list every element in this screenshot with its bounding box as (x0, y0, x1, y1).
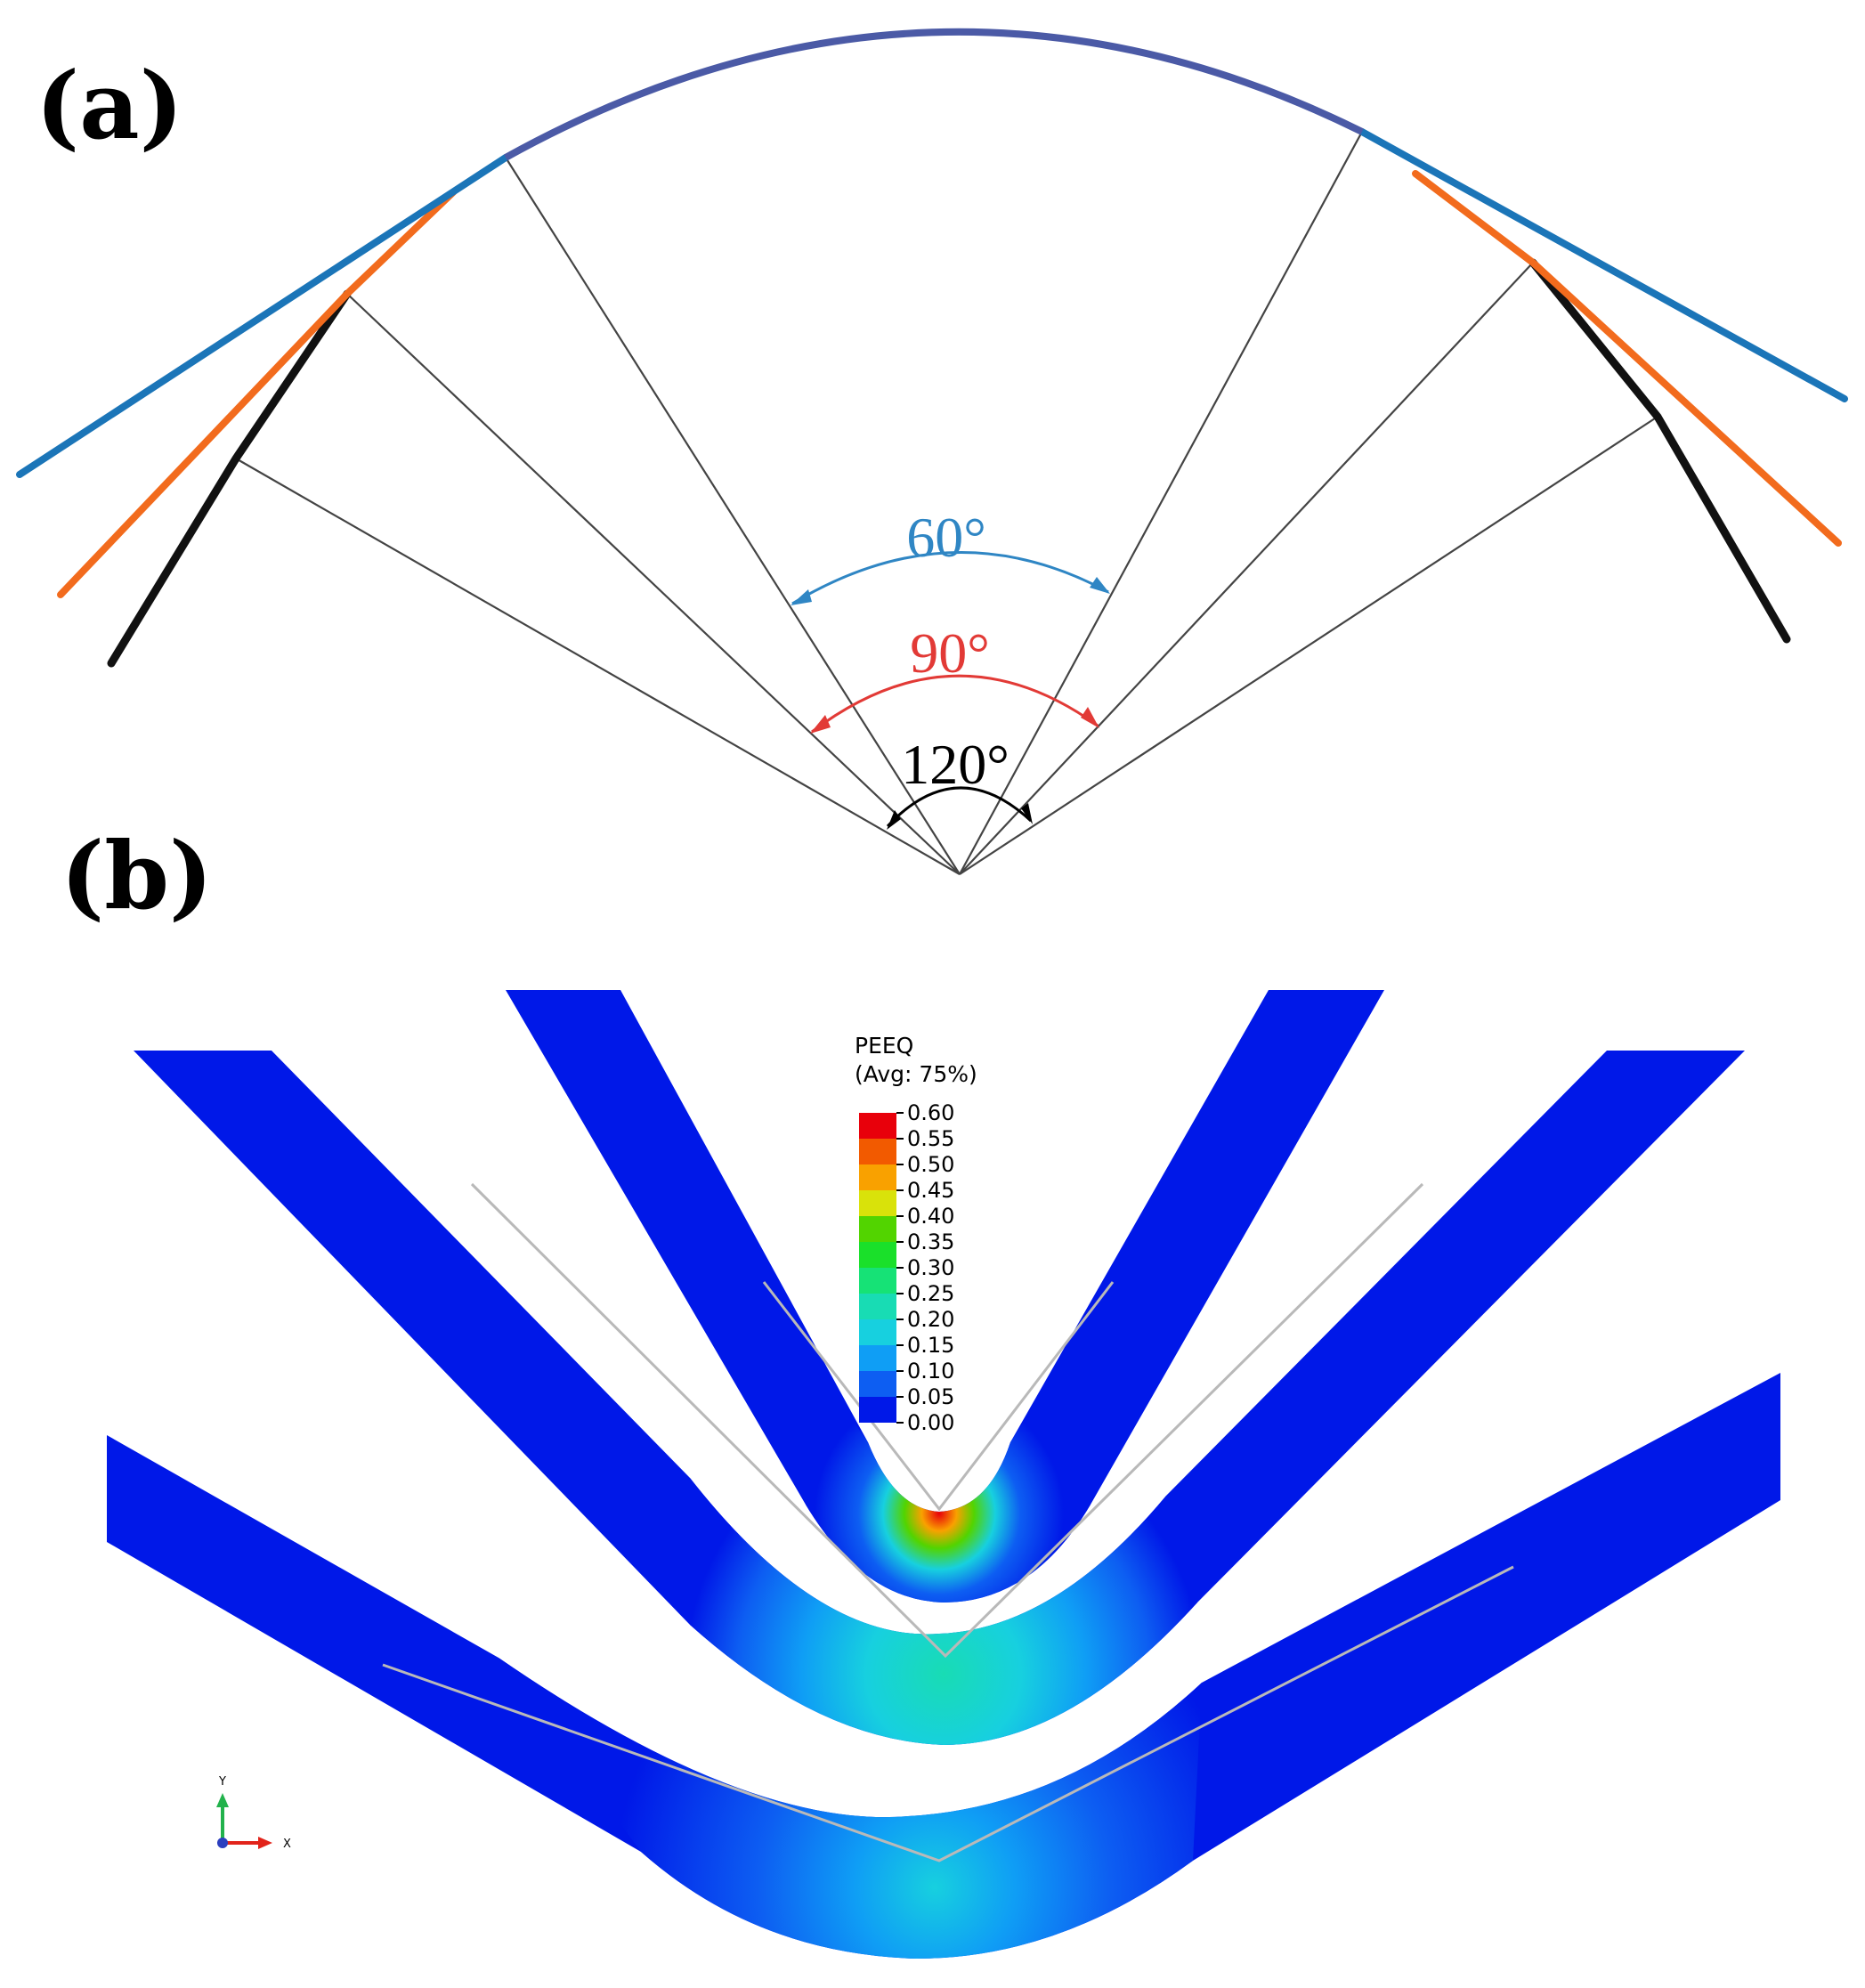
arrowhead (1021, 803, 1033, 824)
die-outline-60 (16, 154, 509, 478)
legend-tick-label: 0.10 (907, 1359, 954, 1383)
die-guide-60 (762, 1281, 1115, 1512)
radial-line (505, 157, 961, 875)
die-guide-90 (470, 1182, 1424, 1659)
legend-tick-label: 0.35 (907, 1229, 954, 1254)
legend-swatch (859, 1371, 896, 1397)
x-axis-label: X (283, 1838, 291, 1851)
legend-tick-label: 0.15 (907, 1333, 954, 1358)
legend-swatches (859, 1113, 896, 1423)
angle-label-60: 60° (906, 506, 986, 569)
arrowhead (810, 715, 831, 734)
legend-swatch (859, 1242, 896, 1268)
legend-tick-label: 0.20 (907, 1307, 954, 1332)
y-axis-label: Y (218, 1775, 226, 1789)
specimen-60-bend-zone (806, 1353, 1091, 1603)
angle-arc-90 (811, 674, 1099, 734)
legend-tick-label: 0.05 (907, 1384, 954, 1409)
legend-tick-label: 0.50 (907, 1152, 954, 1177)
die-outline-120 (107, 289, 352, 668)
legend-tick-label: 0.45 (907, 1178, 954, 1203)
arrowhead (1090, 577, 1110, 594)
legend-swatch (859, 1216, 896, 1242)
legend-swatch (859, 1190, 896, 1216)
legend-tick-label: 0.00 (907, 1410, 954, 1435)
angle-label-120: 120° (901, 733, 1010, 796)
radial-line (235, 458, 961, 875)
arrowhead (1081, 707, 1099, 728)
legend-tick-label: 0.30 (907, 1255, 954, 1280)
die-guides (382, 1182, 1514, 1862)
contour-legend: PEEQ (Avg: 75%) 0.600.550.500.450.400.35… (855, 1033, 977, 1435)
axis-triad: Y X (216, 1775, 291, 1851)
legend-tick-label: 0.40 (907, 1204, 954, 1229)
radial-lines (235, 131, 1658, 875)
legend-title: PEEQ (855, 1033, 913, 1059)
legend-swatch (859, 1397, 896, 1423)
die-outline-90 (1412, 170, 1842, 547)
legend-swatch (859, 1113, 896, 1139)
radial-line (959, 416, 1658, 875)
panel-b-label: (b) (61, 821, 213, 930)
legend-swatch (859, 1319, 896, 1345)
legend-swatch (859, 1294, 896, 1319)
die-guide-120 (382, 1565, 1514, 1862)
panel-a-label: (a) (36, 51, 183, 160)
die-outline-90 (57, 188, 458, 598)
radial-line (959, 131, 1363, 875)
arrowhead (887, 810, 901, 830)
legend-swatch (859, 1268, 896, 1294)
die-outline-60 (1358, 128, 1848, 402)
y-arrowhead (216, 1793, 229, 1807)
legend-swatch (859, 1139, 896, 1164)
arrowhead (791, 589, 812, 605)
die-outline-120 (1528, 258, 1791, 644)
legend-subtitle: (Avg: 75%) (855, 1061, 977, 1087)
specimen-60 (506, 990, 1384, 1603)
specimen-120-bend-zone (499, 1658, 1202, 1959)
legend-tick-label: 0.55 (907, 1126, 954, 1151)
specimen-90 (134, 1051, 1745, 1745)
radial-line (346, 293, 961, 875)
legend-swatch (859, 1345, 896, 1371)
legend-tick-label: 0.60 (907, 1100, 954, 1125)
angle-arc-60 (791, 551, 1109, 605)
axis-origin (217, 1838, 228, 1848)
punch-arc (504, 28, 1364, 161)
legend-swatch (859, 1164, 896, 1190)
legend-ticks: 0.600.550.500.450.400.350.300.250.200.15… (896, 1100, 954, 1435)
x-arrowhead (258, 1837, 272, 1849)
angle-label-90: 90° (910, 621, 990, 685)
angle-arc-120 (886, 786, 1033, 828)
radial-line (959, 262, 1534, 875)
specimen-90-bend-zone (690, 1478, 1197, 1745)
legend-tick-label: 0.25 (907, 1281, 954, 1306)
